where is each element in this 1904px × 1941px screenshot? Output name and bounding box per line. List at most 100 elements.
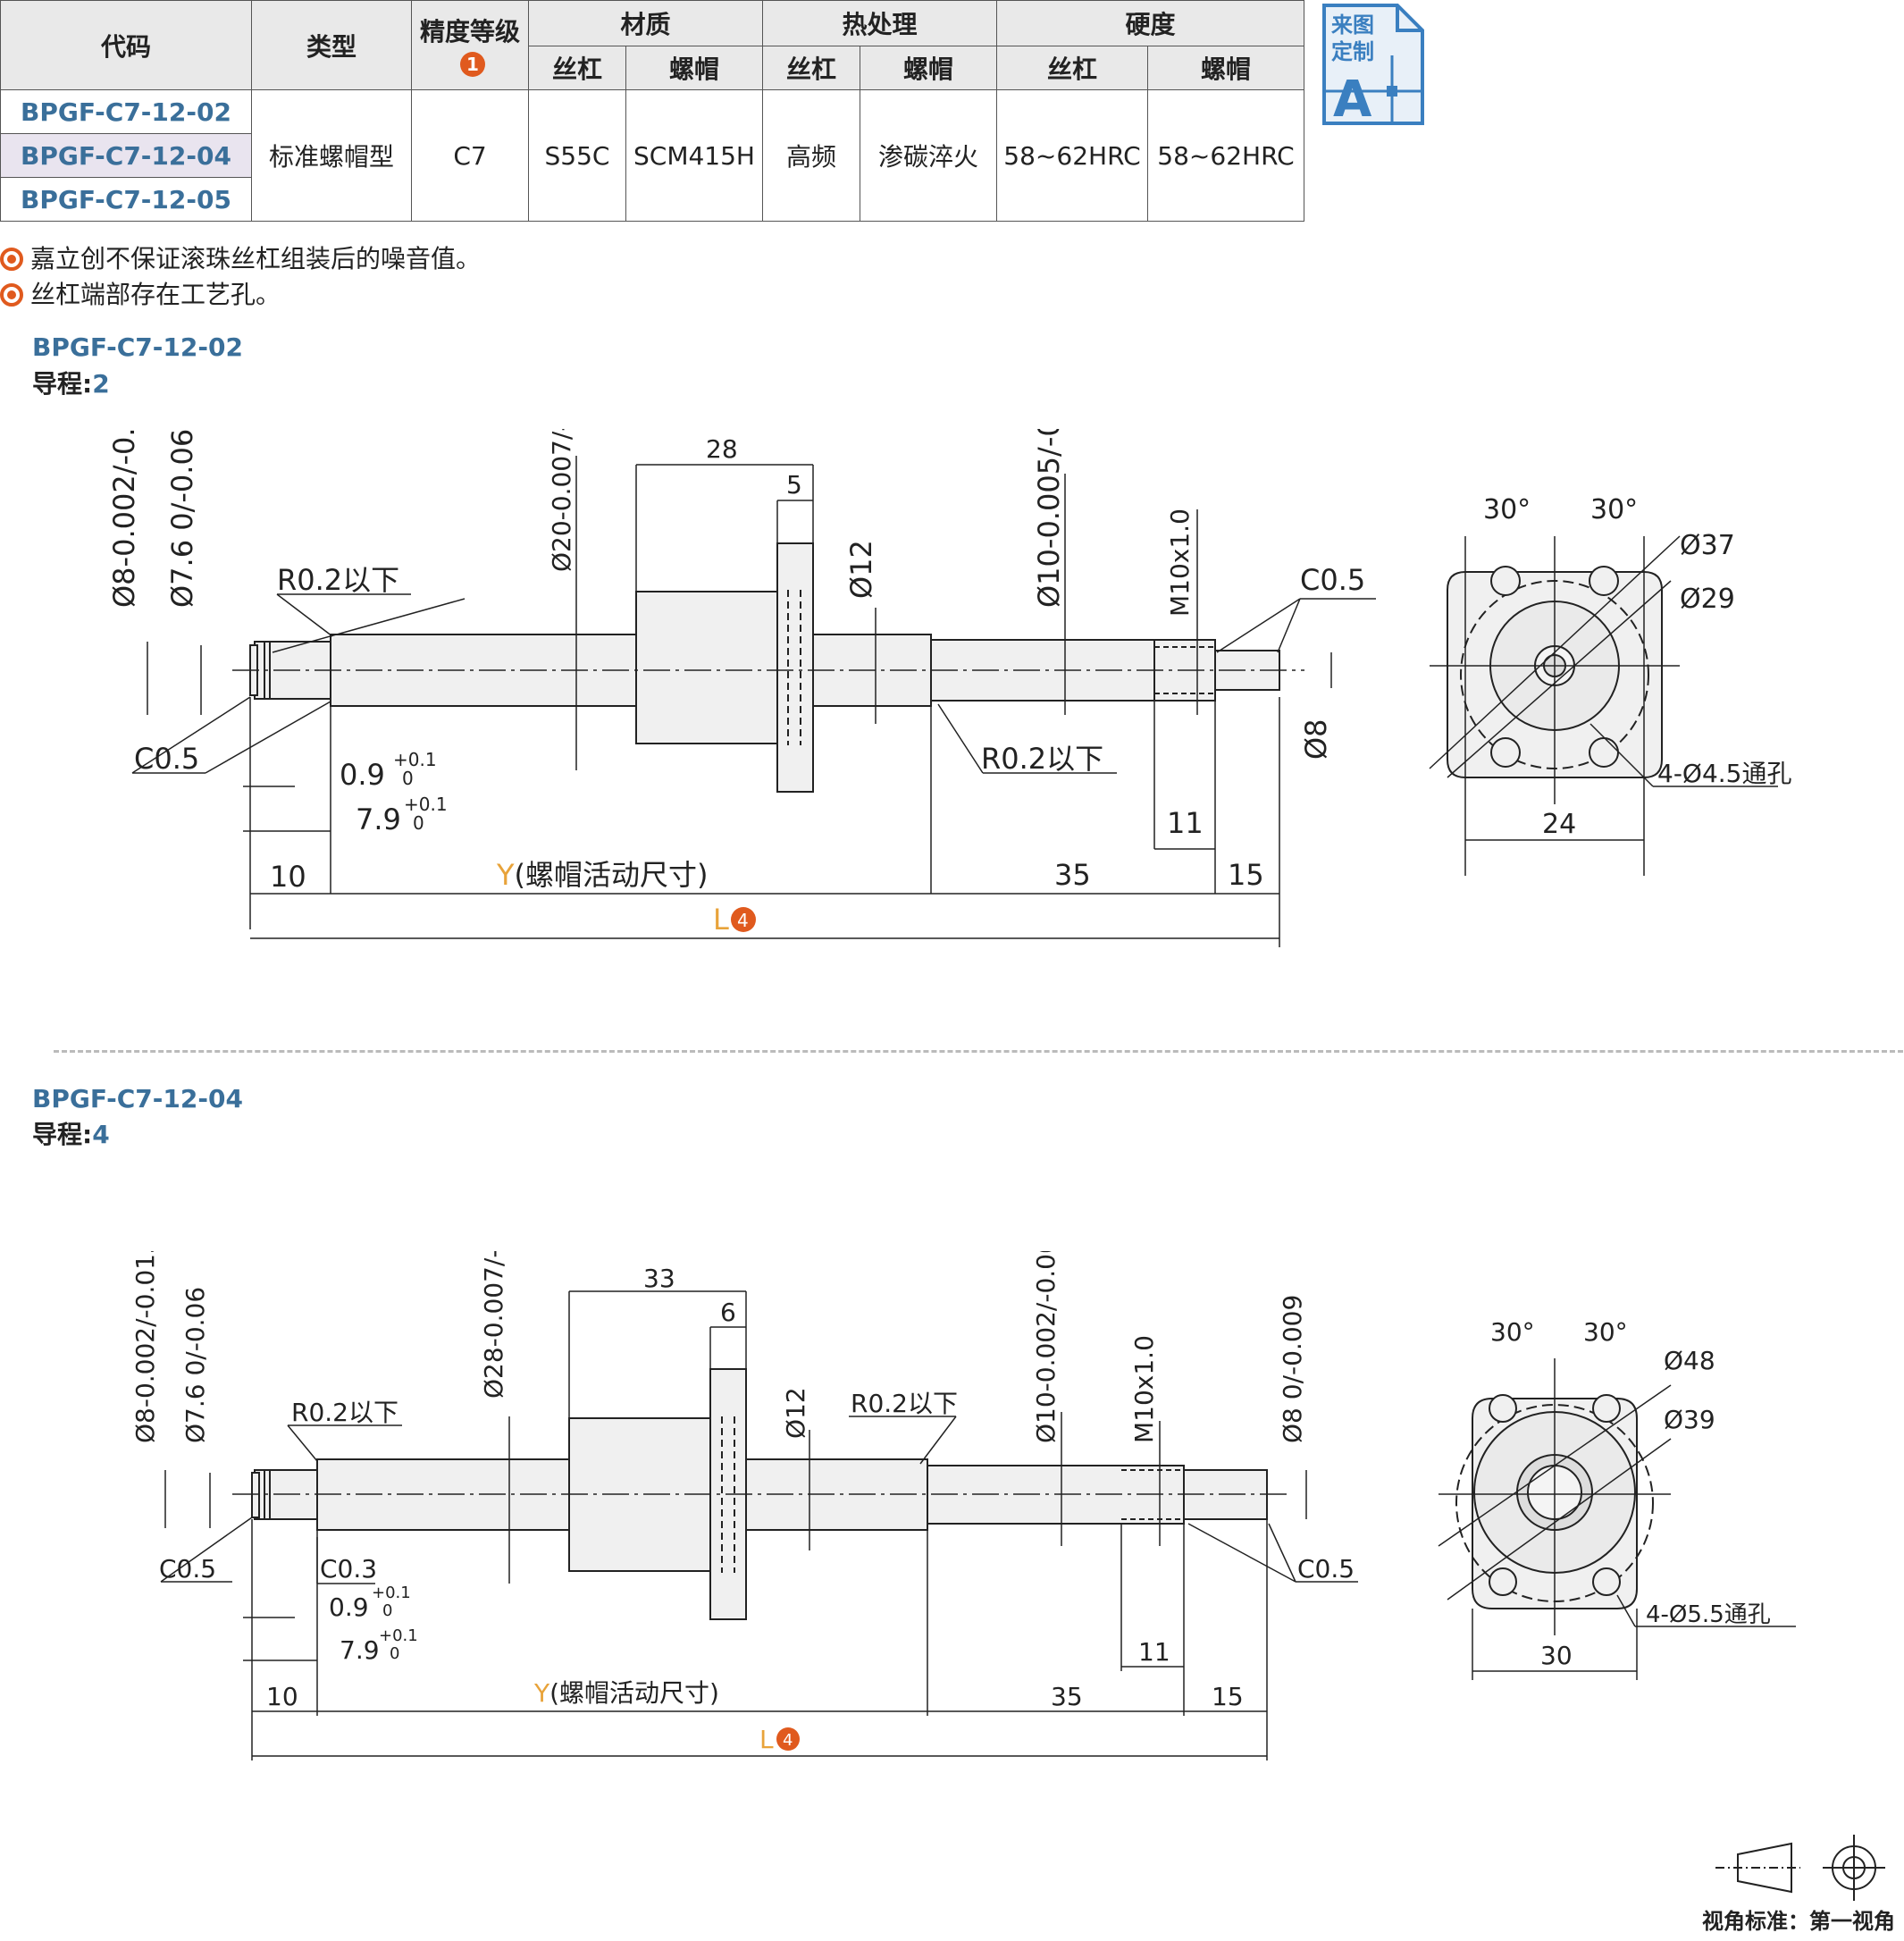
- section-code: BPGF-C7-12-02: [32, 332, 243, 362]
- dim-g09-tol-upper: +0.1: [393, 749, 437, 770]
- dim-g79-tol-upper: +0.1: [404, 794, 448, 815]
- header-grade: 精度等级 1: [411, 0, 529, 90]
- dim-d76: Ø7.6 0/-0.06: [165, 429, 199, 608]
- dim-c05-right: C0.5: [1297, 1554, 1355, 1584]
- hardness-nut-cell: 58~62HRC: [1147, 89, 1304, 222]
- heat-nut-cell: 渗碳淬火: [860, 89, 997, 222]
- document-icon: 来图 定制 A: [1322, 4, 1424, 129]
- header-code: 代码: [0, 0, 252, 90]
- y-desc: (螺帽活动尺寸): [515, 858, 709, 892]
- dim-r02-left: R0.2以下: [277, 563, 399, 597]
- lead-label: 导程:: [32, 1120, 93, 1149]
- flange-holes: 4-Ø4.5通孔: [1657, 759, 1792, 788]
- header-material: 材质: [528, 0, 763, 46]
- flange-w24: 24: [1542, 809, 1576, 840]
- header-heat-nut: 螺帽: [860, 46, 997, 90]
- dim-d8: Ø8: [1299, 718, 1333, 760]
- dim-l-badge: 4: [737, 910, 749, 931]
- header-hardness-screw: 丝杠: [996, 46, 1148, 90]
- notes: 嘉立创不保证滚珠丝杠组装后的噪音值。 丝杠端部存在工艺孔。: [0, 241, 481, 313]
- dim-c03: C0.3: [320, 1554, 377, 1584]
- y-letter: Y: [496, 858, 515, 892]
- dim-l15: 15: [1228, 858, 1264, 892]
- spec-table: 代码 类型 精度等级1 材质 热处理 硬度 丝杠 螺帽 丝杠 螺帽 丝杠 螺帽 …: [0, 0, 1304, 222]
- section-code: BPGF-C7-12-04: [32, 1084, 243, 1113]
- dim-l-label: L: [759, 1725, 774, 1754]
- flange-angle-right: 30°: [1590, 494, 1638, 525]
- note-item: 嘉立创不保证滚珠丝杠组装后的噪音值。: [0, 241, 481, 277]
- dim-l11: 11: [1167, 806, 1204, 840]
- dim-r02-right: R0.2以下: [981, 742, 1103, 776]
- dim-l10: 10: [266, 1682, 298, 1711]
- dim-l35: 35: [1054, 858, 1091, 892]
- code-cell[interactable]: BPGF-C7-12-02: [0, 89, 252, 134]
- y-desc: (螺帽活动尺寸): [549, 1678, 719, 1708]
- dim-g79-tol-lower: 0: [413, 812, 424, 834]
- custom-drawing-badge[interactable]: 来图 定制 A: [1321, 2, 1426, 129]
- y-letter: Y: [533, 1678, 550, 1708]
- dim-d76: Ø7.6 0/-0.06: [180, 1287, 210, 1443]
- dim-g09-tol-lower: 0: [402, 768, 414, 789]
- dim-d8-tol: Ø8-0.002/-0.012: [107, 429, 141, 608]
- header-hardness-nut: 螺帽: [1147, 46, 1304, 90]
- dim-d28: Ø28-0.007/-0.020: [479, 1251, 508, 1399]
- dim-d20: Ø20-0.007/-0.020: [547, 429, 576, 572]
- header-type: 类型: [251, 0, 412, 90]
- dim-g09-tol-upper: +0.1: [372, 1584, 411, 1602]
- section-lead: 导程:2: [32, 365, 110, 400]
- badge-line1: 来图: [1331, 13, 1374, 38]
- section-lead: 导程:4: [32, 1115, 110, 1151]
- drawing-lead-2: R0.2以下 Ø8-0.002/-0.012 Ø7.6 0/-0.06 Ø20-…: [107, 429, 1792, 947]
- dim-c05-right: C0.5: [1300, 563, 1365, 597]
- dim-d8-right: Ø8 0/-0.009: [1278, 1295, 1307, 1443]
- flange-d39: Ø39: [1664, 1405, 1715, 1434]
- dim-d10: Ø10-0.002/-0.008: [1031, 1251, 1061, 1443]
- bullet-icon: [0, 248, 23, 271]
- section-divider: [54, 1050, 1903, 1053]
- drawing-lead-4: R0.2以下 Ø8-0.002/-0.015 Ø7.6 0/-0.06 Ø28-…: [130, 1251, 1796, 1760]
- dim-m10: M10x1.0: [1129, 1335, 1159, 1443]
- dim-l11: 11: [1138, 1637, 1170, 1667]
- header-heat: 热处理: [762, 0, 997, 46]
- code-cell[interactable]: BPGF-C7-12-04: [0, 133, 252, 178]
- grade-cell: C7: [411, 89, 529, 222]
- lead-value: 2: [92, 369, 110, 399]
- dim-g79: 7.9: [340, 1635, 380, 1665]
- dim-r02-left: R0.2以下: [291, 1398, 398, 1427]
- dim-w28: 28: [706, 434, 738, 464]
- dim-g79-tol-lower: 0: [390, 1644, 399, 1663]
- type-cell: 标准螺帽型: [251, 89, 412, 222]
- lead-label: 导程:: [32, 369, 93, 399]
- dim-y-label: Y(螺帽活动尺寸): [533, 1678, 719, 1708]
- table-row: BPGF-C7-12-04: [0, 133, 1304, 178]
- grade-badge: 1: [460, 52, 485, 77]
- note-text: 嘉立创不保证滚珠丝杠组装后的噪音值。: [30, 244, 482, 273]
- code-cell[interactable]: BPGF-C7-12-05: [0, 177, 252, 222]
- dim-m10: M10x1.0: [1165, 508, 1195, 617]
- flange-angle-left: 30°: [1490, 1317, 1535, 1347]
- flange-holes: 4-Ø5.5通孔: [1646, 1601, 1771, 1628]
- dim-d10: Ø10-0.005/-0.012: [1032, 429, 1066, 608]
- dim-w33: 33: [643, 1264, 675, 1293]
- dim-d8-tol: Ø8-0.002/-0.015: [130, 1251, 160, 1443]
- badge-line2: 定制: [1331, 39, 1374, 64]
- dim-g09: 0.9: [340, 758, 385, 792]
- header-heat-screw: 丝杠: [762, 46, 860, 90]
- flange-angle-right: 30°: [1583, 1317, 1628, 1347]
- view-standard-label: 视角标准：第一视角: [1702, 1909, 1895, 1934]
- dim-l10: 10: [270, 860, 306, 894]
- header-hardness: 硬度: [996, 0, 1304, 46]
- l-badge-bg: [731, 907, 756, 932]
- note-text: 丝杠端部存在工艺孔。: [30, 280, 281, 309]
- dim-g79: 7.9: [356, 802, 401, 836]
- flange-d48: Ø48: [1664, 1346, 1715, 1375]
- dim-l35: 35: [1051, 1682, 1083, 1711]
- dim-w6: 6: [720, 1298, 736, 1327]
- dim-g09-tol-lower: 0: [382, 1601, 392, 1620]
- lead-value: 4: [92, 1120, 110, 1149]
- header-material-screw: 丝杠: [528, 46, 626, 90]
- flange-angle-left: 30°: [1483, 494, 1531, 525]
- flange-w30: 30: [1540, 1641, 1573, 1670]
- material-screw-cell: S55C: [528, 89, 626, 222]
- header-grade-label: 精度等级: [419, 17, 520, 46]
